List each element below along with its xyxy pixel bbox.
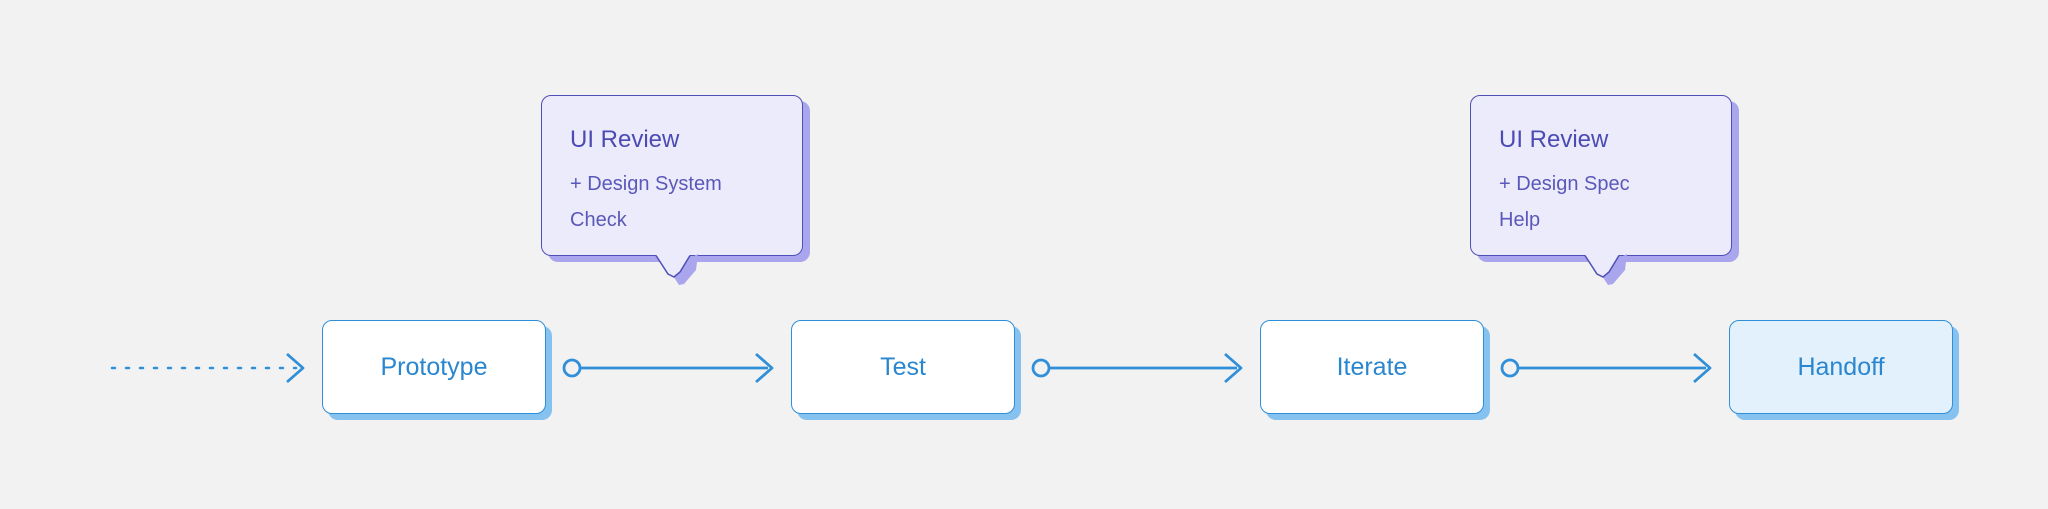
stage-prototype[interactable]: Prototype xyxy=(322,320,546,414)
stage-test[interactable]: Test xyxy=(791,320,1015,414)
arrow-head-icon xyxy=(1693,352,1712,384)
stage-label: Test xyxy=(880,352,926,381)
review-callout-test[interactable]: UI Review + Design System Check xyxy=(541,95,803,256)
connector-start-circle-icon xyxy=(1500,358,1520,378)
review-note: + Design System Check xyxy=(570,173,722,231)
stage-iterate[interactable]: Iterate xyxy=(1260,320,1484,414)
connector-prototype-test xyxy=(562,352,774,384)
review-title: UI Review xyxy=(570,126,680,153)
stage-label: Handoff xyxy=(1797,352,1885,381)
arrow-head-icon xyxy=(755,352,774,384)
stage-label: Iterate xyxy=(1336,352,1408,381)
connector-test-iterate xyxy=(1031,352,1243,384)
arrow-head-icon xyxy=(1224,352,1243,384)
incoming-dotted-arrow xyxy=(110,352,305,384)
review-callout-handoff[interactable]: UI Review + Design Spec Help xyxy=(1470,95,1732,256)
review-title: UI Review xyxy=(1499,126,1609,153)
connector-iterate-handoff xyxy=(1500,352,1712,384)
connector-start-circle-icon xyxy=(562,358,582,378)
stage-handoff[interactable]: Handoff xyxy=(1729,320,1953,414)
review-note: + Design Spec Help xyxy=(1499,173,1630,231)
stage-label: Prototype xyxy=(380,352,488,381)
connector-start-circle-icon xyxy=(1031,358,1051,378)
